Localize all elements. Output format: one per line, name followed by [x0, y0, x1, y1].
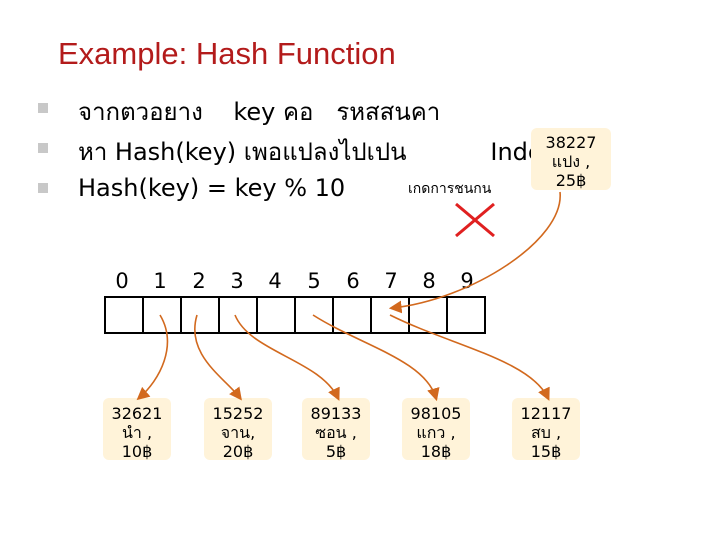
arrow-slot-1 — [136, 314, 169, 401]
bullet-line-1: จากตวอยาง key คอ รหสสนคา — [78, 98, 441, 126]
bullet-line-2: หา Hash(key) เพอแปลงไปเปน Index — [78, 138, 557, 166]
slide-title: Example: Hash Function — [58, 36, 396, 71]
arrow-slot-7 — [389, 314, 550, 401]
hash-table-slot-4 — [258, 298, 296, 332]
record-name: ซอน , — [315, 423, 357, 442]
bullet-line-3: Hash(key) = key % 10 — [78, 174, 346, 202]
arrow-slot-5 — [312, 314, 440, 402]
record-key: 12117 — [520, 404, 572, 423]
index-label-1: 1 — [153, 269, 167, 293]
index-label-3: 3 — [230, 269, 244, 293]
record-box: 32621 นำ , 10฿ — [103, 398, 171, 461]
hash-table-slot-2 — [182, 298, 220, 332]
index-label-7: 7 — [384, 269, 398, 293]
record-box: 12117 สบ , 15฿ — [512, 398, 580, 461]
hash-table-slot-0 — [106, 298, 144, 332]
square-bullet-icon — [38, 103, 48, 113]
record-name: จาน, — [220, 423, 256, 442]
record-key: 89133 — [310, 404, 362, 423]
record-price: 15฿ — [530, 442, 562, 461]
index-label-4: 4 — [268, 269, 282, 293]
record-name: แกว , — [416, 423, 456, 442]
record-box: 15252 จาน, 20฿ — [204, 398, 272, 461]
index-label-5: 5 — [307, 269, 321, 293]
record-box: 98105 แกว , 18฿ — [402, 398, 470, 461]
hash-table-slot-5 — [296, 298, 334, 332]
index-label-9: 9 — [460, 269, 474, 293]
index-label-2: 2 — [192, 269, 206, 293]
index-label-0: 0 — [115, 269, 129, 293]
hash-table — [104, 296, 486, 334]
square-bullet-icon — [38, 143, 48, 153]
index-label-6: 6 — [346, 269, 360, 293]
popup-key: 38227 — [545, 133, 597, 152]
collision-note: เกดการชนกน — [408, 181, 492, 197]
index-label-8: 8 — [422, 269, 436, 293]
record-price: 18฿ — [420, 442, 452, 461]
arrow-slot-2 — [194, 314, 242, 401]
record-name: สบ , — [530, 423, 562, 442]
arrow-slot-3 — [234, 314, 340, 401]
record-price: 5฿ — [325, 442, 347, 461]
hash-table-slot-6 — [334, 298, 372, 332]
record-name: นำ , — [121, 423, 153, 442]
hash-table-slot-1 — [144, 298, 182, 332]
popup-name: แปง , — [551, 152, 591, 171]
record-key: 15252 — [212, 404, 264, 423]
record-key: 98105 — [410, 404, 462, 423]
cross-mark-icon — [455, 202, 495, 238]
hash-table-slot-3 — [220, 298, 258, 332]
record-box: 89133 ซอน , 5฿ — [302, 398, 370, 461]
hash-table-slot-7 — [372, 298, 410, 332]
popup-price: 25฿ — [555, 171, 587, 190]
record-price: 10฿ — [121, 442, 153, 461]
record-key: 32621 — [111, 404, 163, 423]
square-bullet-icon — [38, 183, 48, 193]
record-price: 20฿ — [222, 442, 254, 461]
hash-table-slot-8 — [410, 298, 448, 332]
record-popup: 38227 แปง , 25฿ — [531, 128, 611, 190]
arrow-collision — [388, 191, 561, 314]
